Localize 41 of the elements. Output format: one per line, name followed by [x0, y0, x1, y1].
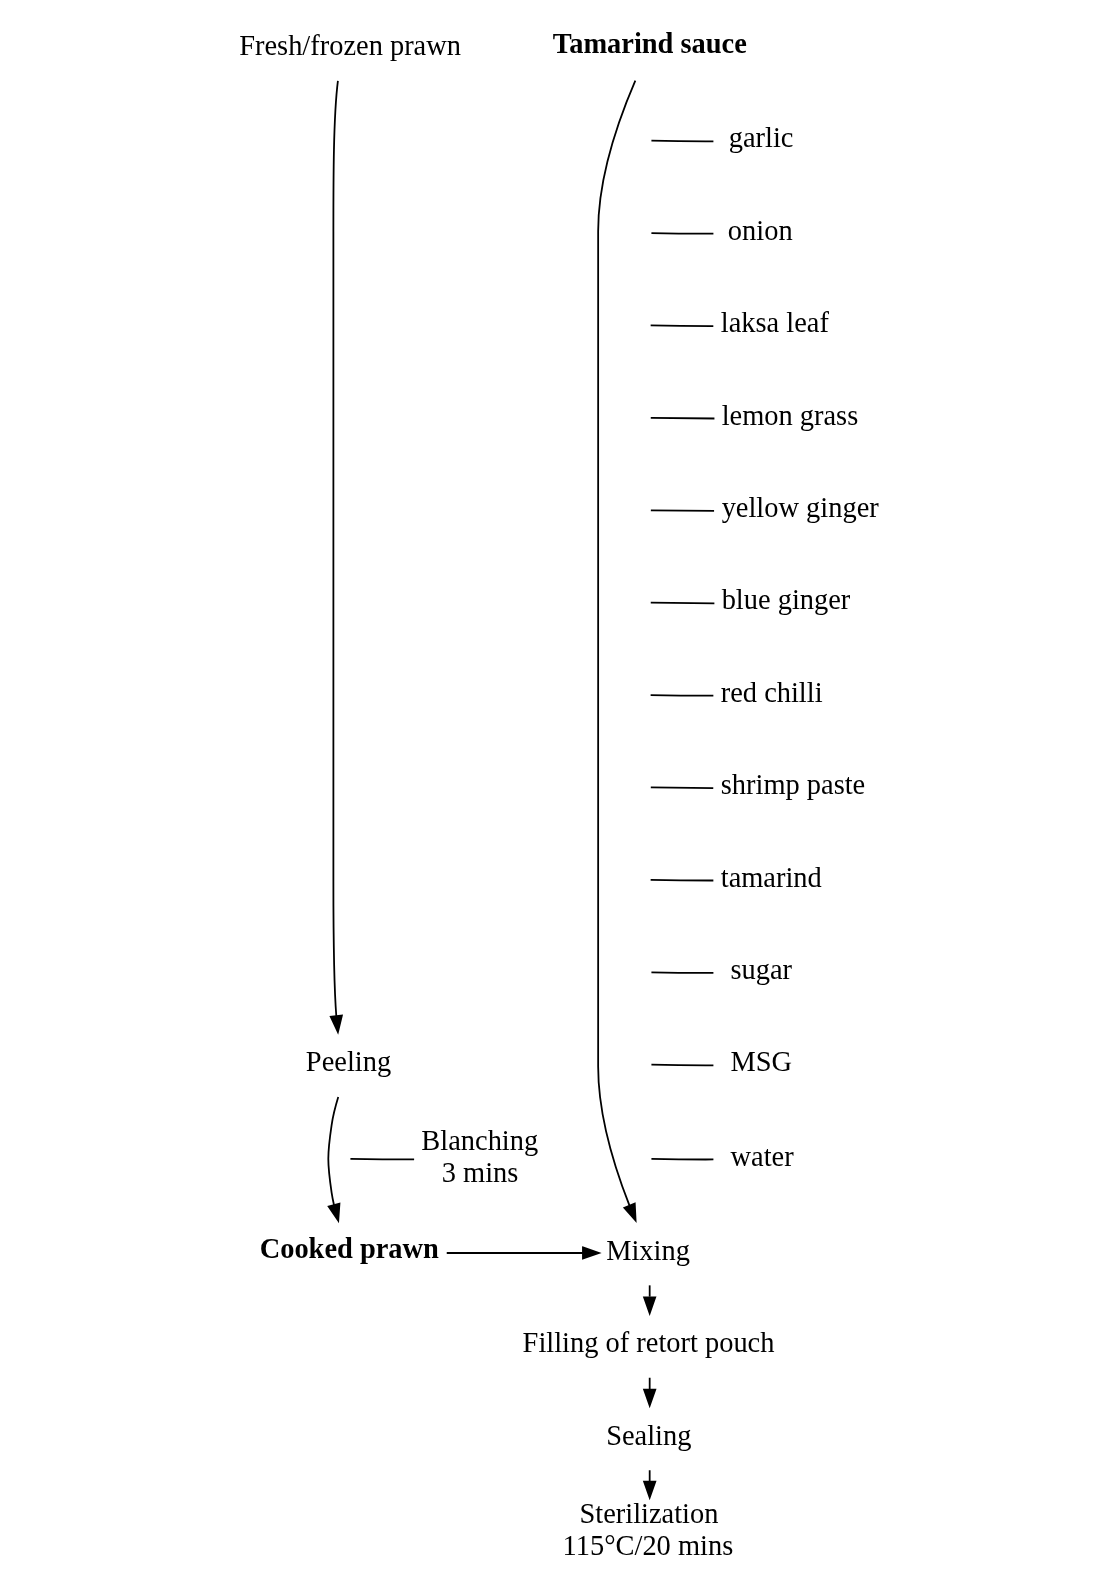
node-text: shrimp paste	[720, 769, 865, 801]
node-text: MSG	[730, 1046, 792, 1078]
node-text: Blanching 3 mins	[420, 1124, 538, 1188]
connector	[649, 878, 714, 882]
arrow	[596, 79, 637, 1224]
connector	[349, 1157, 415, 1161]
node-text: sugar	[730, 954, 792, 985]
connector	[649, 601, 715, 605]
node-text: onion	[727, 214, 793, 246]
node-text: tamarind	[720, 861, 822, 893]
node-text: Mixing	[605, 1234, 690, 1266]
node-text: laksa leaf	[720, 307, 829, 339]
arrow	[642, 1469, 657, 1501]
arrow	[328, 79, 343, 1035]
arrow	[326, 1096, 340, 1224]
node-text: Sterilization 115°C/20 mins	[562, 1497, 733, 1561]
connector	[649, 786, 714, 789]
arrow	[445, 1246, 602, 1260]
connector	[650, 971, 714, 974]
arrow	[642, 1376, 657, 1409]
arrow	[642, 1284, 657, 1316]
node-text: yellow ginger	[721, 492, 879, 523]
node-text: Fresh/frozen prawn	[238, 30, 461, 62]
connector	[650, 139, 714, 143]
connector	[649, 417, 715, 420]
node-text: Sealing	[605, 1419, 691, 1451]
node-text: blue ginger	[721, 584, 850, 616]
connector	[649, 324, 714, 327]
connector	[650, 232, 714, 235]
node-text: lemon grass	[721, 399, 858, 431]
node-text: red chilli	[720, 676, 823, 708]
node-text: water	[730, 1140, 794, 1172]
connector	[650, 1063, 714, 1067]
connector	[650, 1157, 714, 1161]
node-text: Peeling	[305, 1046, 391, 1078]
connector	[649, 509, 715, 512]
node-text: Filling of retort pouch	[522, 1327, 774, 1359]
node-text: Cooked prawn	[259, 1232, 439, 1264]
connector	[649, 694, 714, 697]
node-text: Tamarind sauce	[552, 28, 747, 60]
node-text: garlic	[728, 122, 793, 154]
